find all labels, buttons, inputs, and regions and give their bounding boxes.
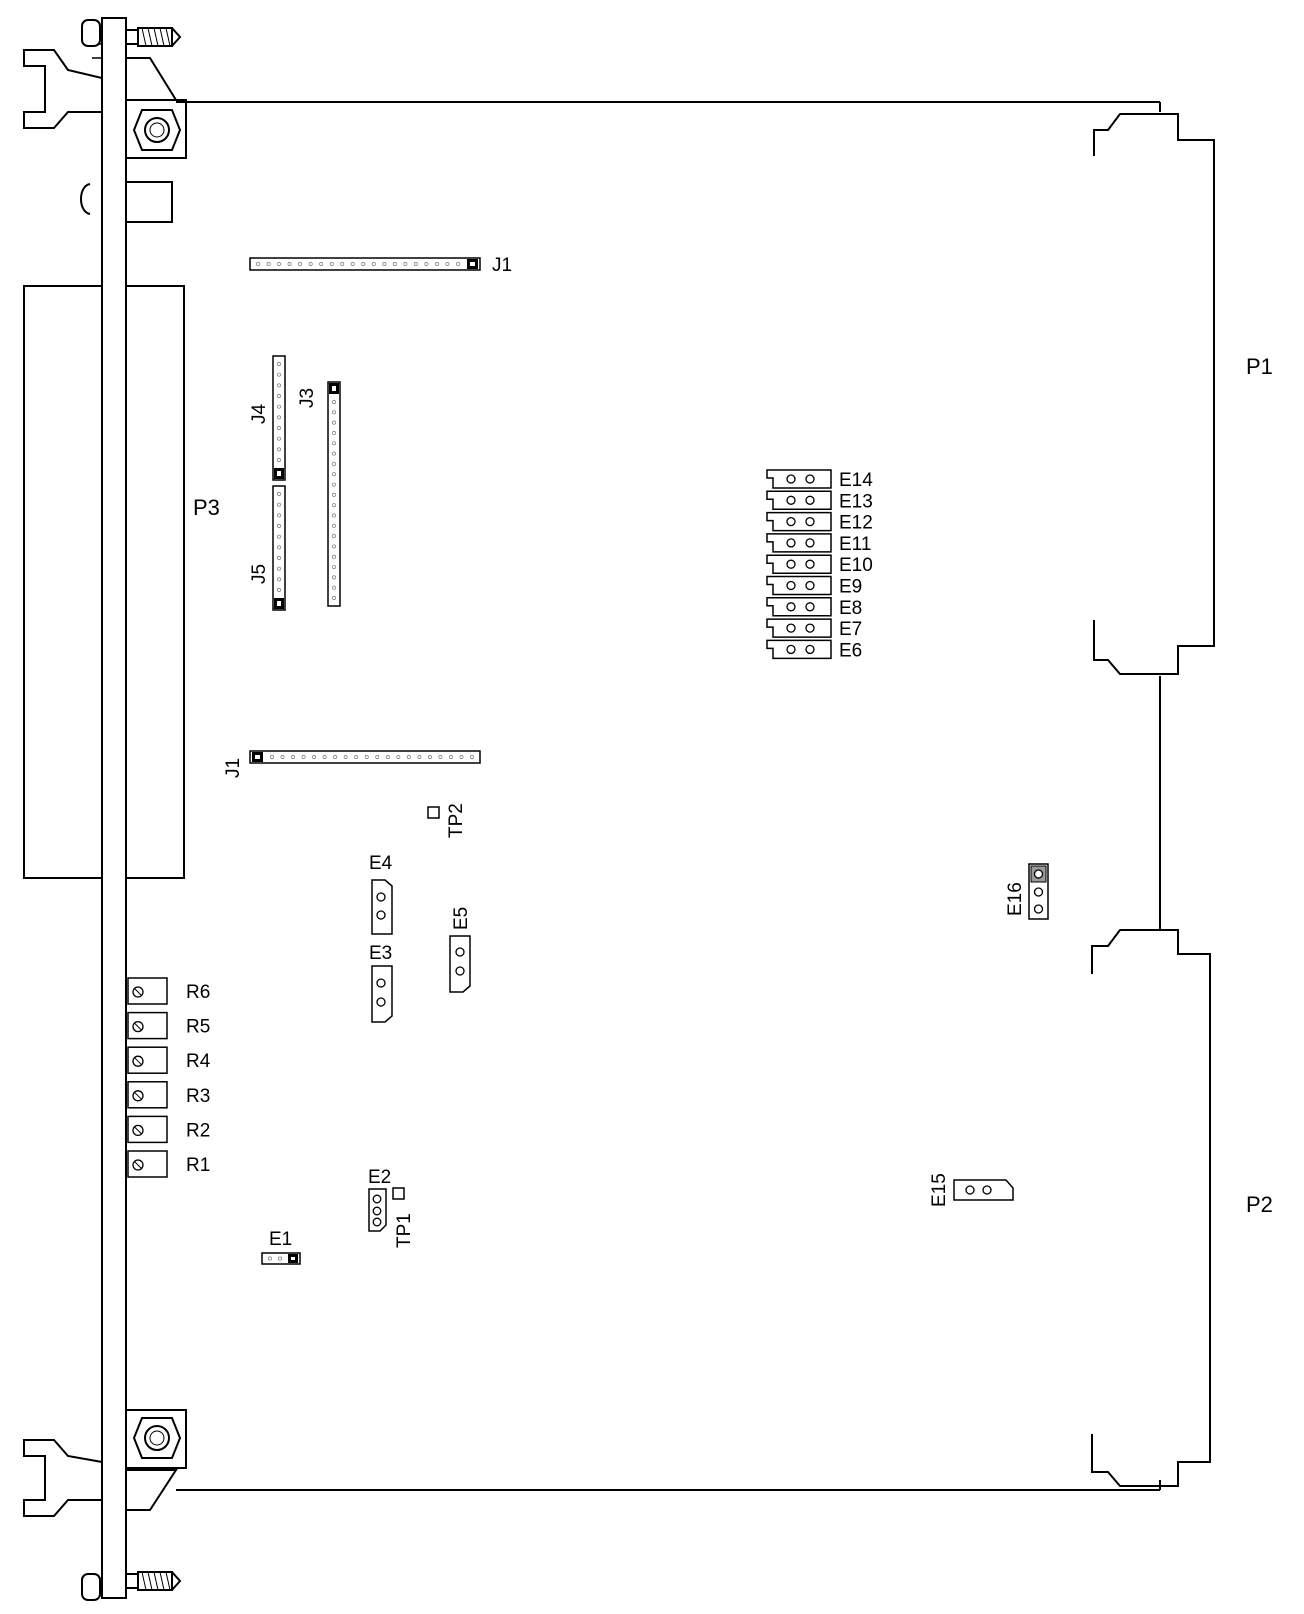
p2-connector <box>1091 929 1211 1487</box>
e15-jumper <box>953 1179 1014 1201</box>
jumper-e14-label: E14 <box>839 470 873 491</box>
p2-label: P2 <box>1246 1192 1273 1217</box>
e1-jumper <box>261 1252 301 1265</box>
jumper-e8-label: E8 <box>839 598 862 619</box>
jumper-e9-label: E9 <box>839 577 862 598</box>
jumper-e6 <box>766 639 832 660</box>
e4-jumper <box>371 879 393 935</box>
potentiometer-r2 <box>127 1115 168 1144</box>
board-outline <box>176 101 1161 1491</box>
e3-jumper <box>371 965 393 1023</box>
jumper-e12-label: E12 <box>839 513 873 534</box>
j3-label: J3 <box>297 388 318 408</box>
j3-header <box>327 381 341 607</box>
jumper-e7 <box>766 618 832 638</box>
jumper-e10-label: E10 <box>839 555 873 576</box>
top-screw <box>81 19 182 47</box>
jumper-e9 <box>766 575 832 596</box>
bottom-mounting-nut <box>125 1409 187 1469</box>
p3-connector <box>23 285 185 879</box>
potentiometer-r4-label: R4 <box>186 1051 211 1072</box>
potentiometer-r5-label: R5 <box>186 1017 210 1038</box>
tp2-test-point <box>427 806 440 819</box>
jumper-e13-label: E13 <box>839 491 873 512</box>
e2-jumper <box>368 1188 387 1232</box>
e1-label: E1 <box>269 1229 292 1250</box>
jumper-e14 <box>766 469 832 489</box>
potentiometer-r5 <box>127 1011 168 1040</box>
top-mounting-nut <box>125 99 187 159</box>
jumper-e13 <box>766 490 832 511</box>
j4-header <box>272 355 286 481</box>
potentiometer-r3-label: R3 <box>186 1086 210 1107</box>
bottom-ejector-handle <box>23 1439 178 1517</box>
jumper-e12 <box>766 511 832 532</box>
e3-label: E3 <box>369 943 392 964</box>
potentiometer-r3 <box>127 1081 168 1109</box>
jumper-e7-label: E7 <box>839 619 862 640</box>
jumper-e8 <box>766 597 832 617</box>
e5-jumper <box>449 935 471 993</box>
j5-label: J5 <box>249 564 270 584</box>
j1-top-label: J1 <box>492 255 512 276</box>
e15-label: E15 <box>929 1173 950 1207</box>
p1-label: P1 <box>1246 354 1273 379</box>
p1-connector <box>1093 113 1215 675</box>
potentiometer-r6-label: R6 <box>186 982 210 1003</box>
j5-header <box>272 485 286 611</box>
j4-label: J4 <box>249 404 270 425</box>
potentiometer-r1 <box>127 1150 168 1178</box>
e4-label: E4 <box>369 853 393 874</box>
tp2-label: TP2 <box>446 803 467 838</box>
tp1-test-point <box>392 1187 405 1200</box>
tp1-label: TP1 <box>394 1213 415 1248</box>
top-ejector-handle <box>23 43 178 223</box>
potentiometer-r6 <box>127 977 168 1005</box>
e16-label: E16 <box>1005 882 1026 916</box>
potentiometer-r1-label: R1 <box>186 1155 210 1176</box>
j1-bottom-header <box>249 750 481 764</box>
jumper-e6-label: E6 <box>839 640 862 661</box>
j1-top-header <box>249 257 481 271</box>
jumper-e10 <box>766 554 832 574</box>
e5-label: E5 <box>451 907 472 930</box>
front-panel <box>101 17 127 1599</box>
potentiometer-r2-label: R2 <box>186 1120 210 1141</box>
bottom-screw <box>81 1571 182 1601</box>
j1-bottom-label: J1 <box>223 758 244 778</box>
e16-jumper <box>1028 863 1049 920</box>
potentiometer-r4 <box>127 1046 168 1074</box>
e2-label: E2 <box>368 1167 391 1188</box>
jumper-e11-label: E11 <box>839 534 871 555</box>
p3-label: P3 <box>193 495 220 520</box>
jumper-e11 <box>766 533 832 553</box>
